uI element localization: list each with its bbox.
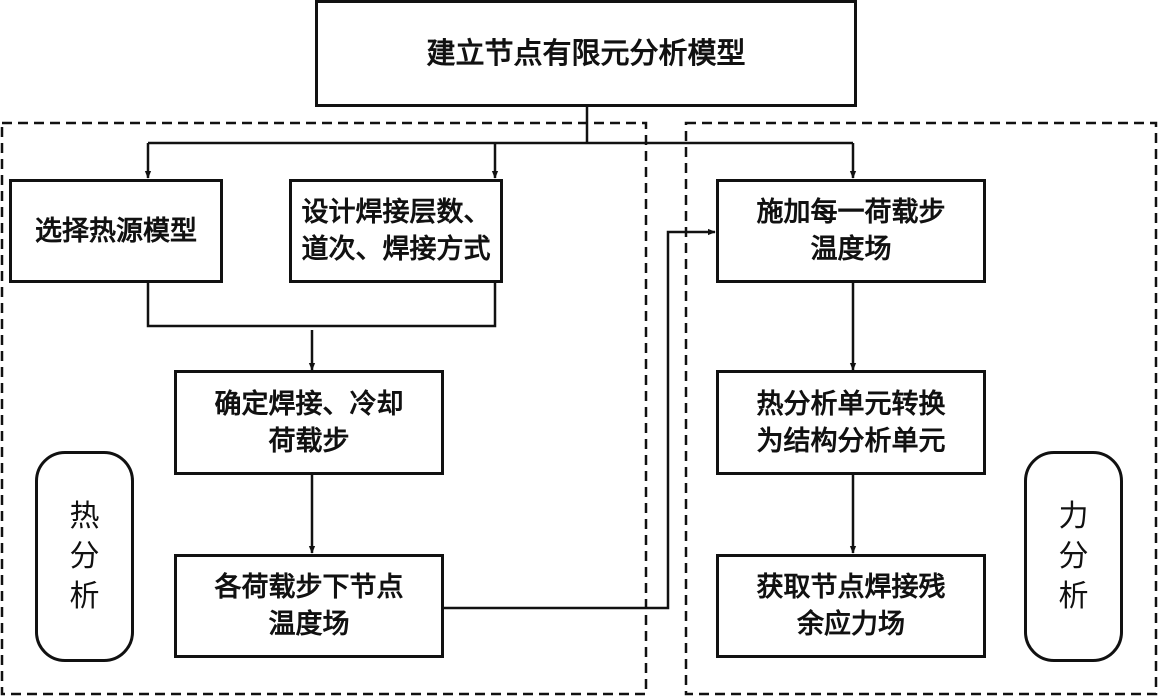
group-label-text: 力分析: [1058, 498, 1089, 614]
node-label: 各荷载步下节点 温度场: [214, 572, 404, 640]
node-convert-units: 热分析单元转换 为结构分析单元: [716, 370, 986, 475]
group-label-text: 热分析: [69, 498, 100, 614]
node-label: 确定焊接、冷却 荷载步: [214, 388, 404, 457]
node-label: 热分析单元转换 为结构分析单元: [756, 388, 946, 457]
mechanical-analysis-group-frame: [684, 121, 1158, 696]
node-temperature-field: 各荷载步下节点 温度场: [174, 554, 444, 658]
node-label: 建立节点有限元分析模型: [426, 36, 746, 70]
node-apply-temperature: 施加每一荷载步 温度场: [716, 179, 986, 283]
thermal-analysis-group-frame: [0, 121, 648, 696]
node-label: 设计焊接层数、 道次、焊接方式: [301, 197, 491, 265]
node-label: 施加每一荷载步 温度场: [756, 197, 946, 265]
node-root-build-fe-model: 建立节点有限元分析模型: [315, 0, 857, 107]
node-residual-stress: 获取节点焊接残 余应力场: [716, 554, 986, 658]
edge-merge-to-load-steps: [146, 283, 497, 328]
node-select-heat-source: 选择热源模型: [9, 179, 223, 283]
node-label: 获取节点焊接残 余应力场: [756, 572, 946, 640]
edge-temp-field-to-apply-temp: [444, 228, 716, 610]
node-load-steps: 确定焊接、冷却 荷载步: [174, 370, 444, 475]
thermal-analysis-group-label: 热分析: [35, 451, 134, 662]
node-weld-design: 设计焊接层数、 道次、焊接方式: [289, 179, 503, 283]
mechanical-analysis-group-label: 力分析: [1024, 451, 1123, 662]
node-label: 选择热源模型: [35, 215, 197, 247]
